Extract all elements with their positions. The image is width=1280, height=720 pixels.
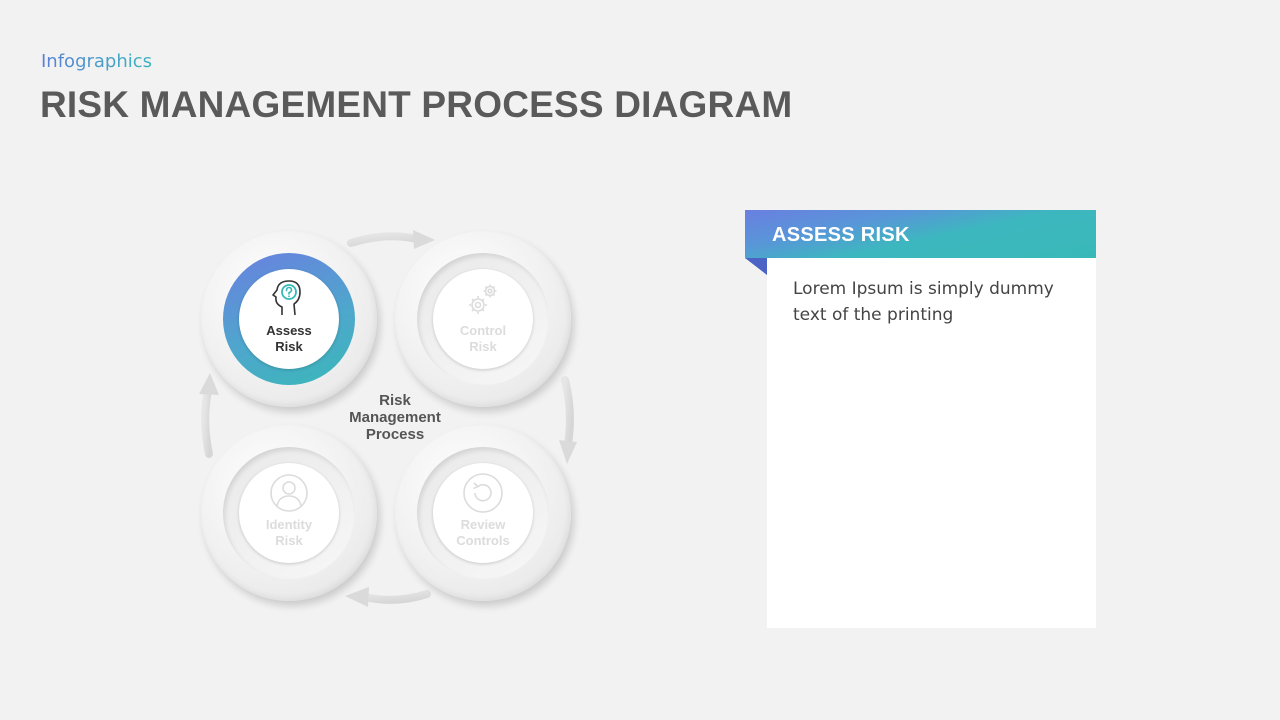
step-core: Control Risk <box>433 269 533 369</box>
refresh-icon <box>463 473 503 513</box>
center-label: Risk Management Process <box>349 392 441 443</box>
step-label: Identity Risk <box>265 517 313 548</box>
info-card: Lorem Ipsum is simply dummy text of the … <box>767 256 1096 628</box>
step-identity-risk[interactable]: Identity Risk <box>201 425 377 601</box>
cycle-arrows <box>199 230 577 607</box>
card-header: ASSESS RISK <box>745 210 1096 258</box>
step-core: Identity Risk <box>239 463 339 563</box>
card-fold <box>745 258 767 275</box>
card-title: ASSESS RISK <box>772 224 910 246</box>
step-assess-risk[interactable]: Assess Risk <box>201 231 377 407</box>
step-review-controls[interactable]: Review Controls <box>395 425 571 601</box>
gears-icon <box>469 284 497 314</box>
inactive-ring: Review Controls <box>417 447 549 579</box>
inactive-ring: Identity Risk <box>223 447 355 579</box>
head-question-icon <box>272 280 301 316</box>
step-core: Assess Risk <box>239 269 339 369</box>
page-title: RISK MANAGEMENT PROCESS DIAGRAM <box>40 84 793 125</box>
card-body: Lorem Ipsum is simply dummy text of the … <box>793 279 1054 325</box>
arrow-left <box>199 373 219 458</box>
step-control-risk[interactable]: Control Risk <box>395 231 571 407</box>
step-label: Control Risk <box>459 323 507 354</box>
process-diagram: Assess Risk <box>195 222 585 612</box>
step-core: Review Controls <box>433 463 533 563</box>
inactive-ring: Control Risk <box>417 253 549 385</box>
arrow-top <box>347 230 435 249</box>
step-label: Assess Risk <box>266 323 312 354</box>
step-label: Review Controls <box>456 517 510 548</box>
arrow-bottom <box>345 587 431 607</box>
user-icon <box>270 474 308 512</box>
active-ring: Assess Risk <box>223 253 355 385</box>
subtitle: Infographics <box>41 51 153 72</box>
arrow-right <box>559 376 577 464</box>
